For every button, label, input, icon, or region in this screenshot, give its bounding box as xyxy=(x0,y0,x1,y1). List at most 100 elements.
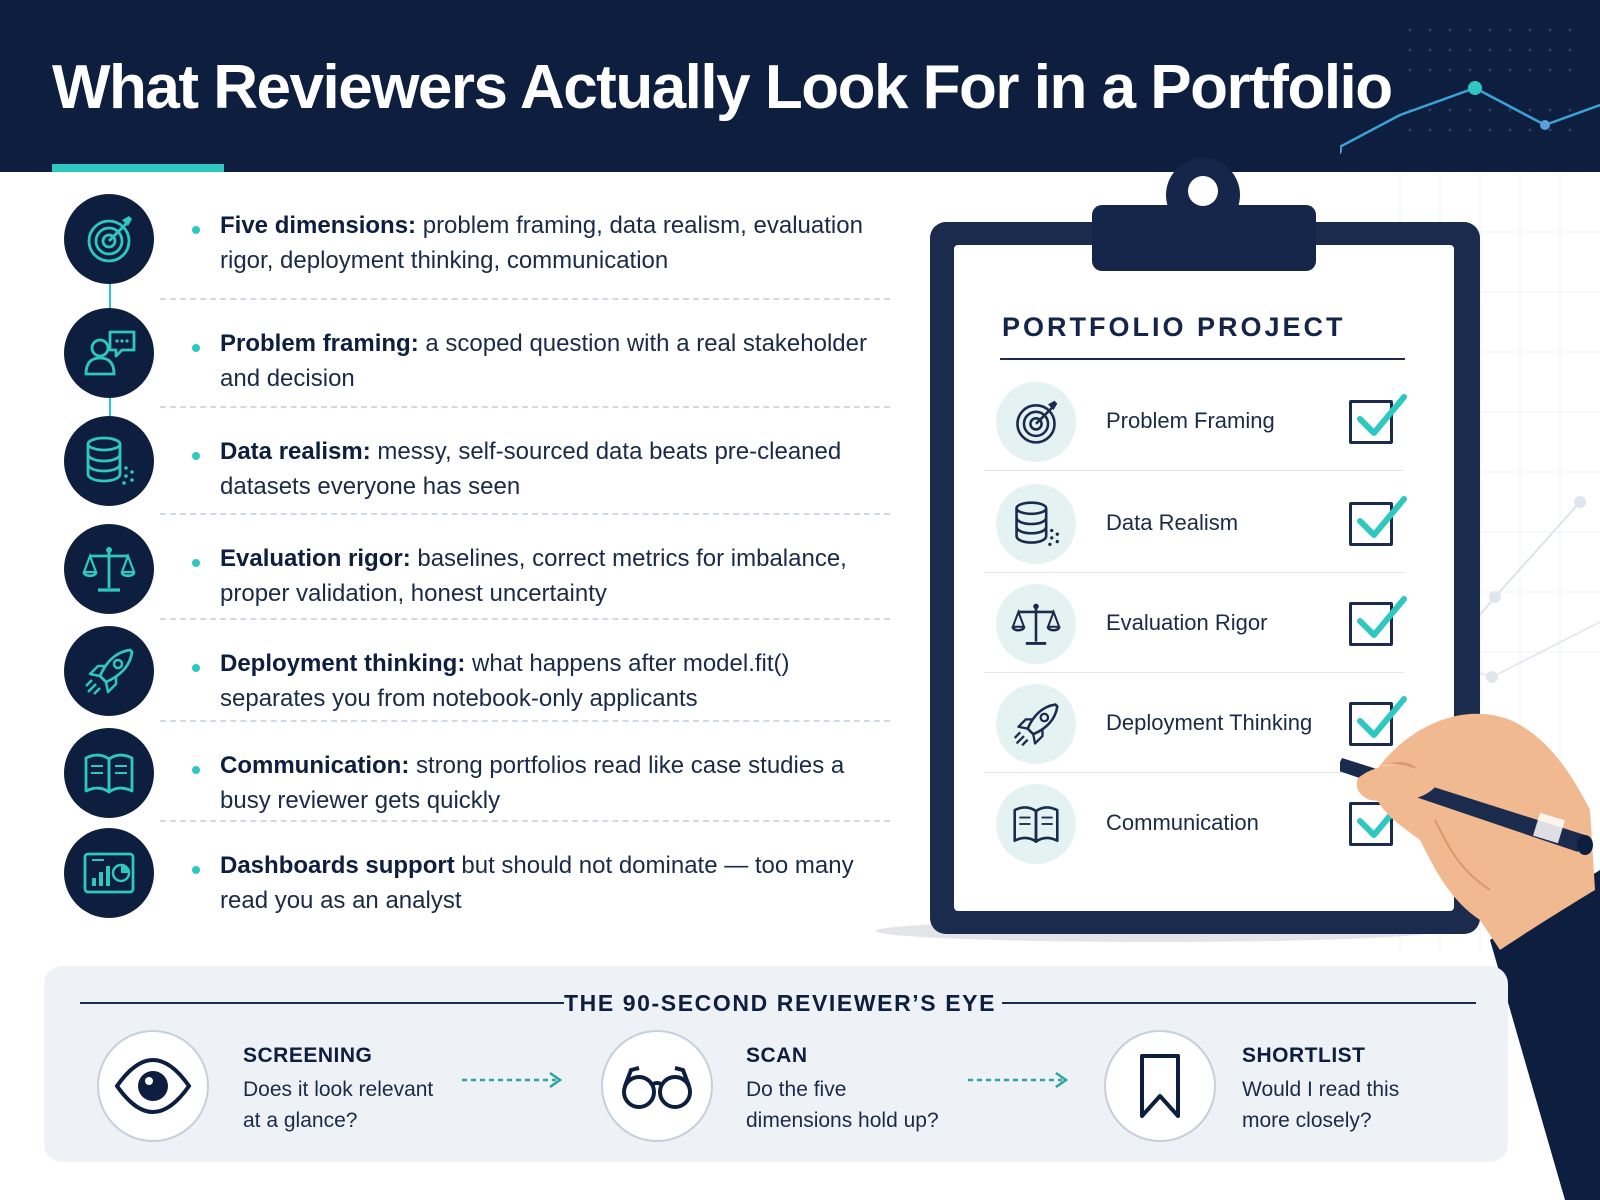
dimension-heading: Problem framing: xyxy=(220,330,419,357)
checklist-label: Problem Framing xyxy=(1106,408,1275,433)
dimension-description: a scoped question with a real stakeholde… xyxy=(220,330,867,392)
dimension-separator xyxy=(160,720,890,722)
step-heading-shortlist: SHORTLIST xyxy=(1242,1044,1366,1067)
checklist-item: Deployment Thinking xyxy=(984,672,1407,773)
checkbox[interactable] xyxy=(1349,496,1407,546)
dashboard-icon xyxy=(83,852,135,894)
dimension-item: Evaluation rigor: baselines, correct met… xyxy=(60,524,890,633)
checkmark-icon xyxy=(1357,696,1407,738)
clipboard-title-rule xyxy=(1000,358,1405,360)
database-icon xyxy=(86,436,134,485)
checkbox[interactable] xyxy=(1349,596,1407,646)
dimension-description: but should not dominate — too many read … xyxy=(220,852,854,914)
dimension-icon-badge xyxy=(64,308,154,398)
book-icon xyxy=(84,753,134,794)
bullet-dot xyxy=(192,866,200,874)
dimension-item: Problem framing: a scoped question with … xyxy=(60,308,890,418)
clipboard-title: PORTFOLIO PROJECT xyxy=(1002,312,1346,342)
dimension-text: Deployment thinking: what happens after … xyxy=(220,646,880,716)
header-accent-bar xyxy=(52,164,224,172)
checklist-item: Data Realism xyxy=(984,472,1407,573)
step-body-scan: Do the five dimensions hold up? xyxy=(746,1078,939,1132)
dimension-icon-badge xyxy=(64,194,154,284)
dimension-description: problem framing, data realism, evaluatio… xyxy=(220,212,863,274)
checkmark-icon xyxy=(1357,394,1407,436)
dimension-item: Five dimensions: problem framing, data r… xyxy=(60,192,890,300)
dimension-heading: Communication: xyxy=(220,752,410,779)
dimension-separator xyxy=(160,820,890,822)
checkbox[interactable] xyxy=(1349,696,1407,746)
dimension-icon-badge xyxy=(64,626,154,716)
dimension-text: Data realism: messy, self-sourced data b… xyxy=(220,434,880,504)
panel-rule-left xyxy=(80,1002,564,1004)
dimension-text: Communication: strong portfolios read li… xyxy=(220,748,880,818)
dimension-description: strong portfolios read like case studies… xyxy=(220,752,845,814)
arrow-icon xyxy=(462,1071,563,1089)
dimension-item: Deployment thinking: what happens after … xyxy=(60,626,890,738)
step-heading-scan: SCAN xyxy=(746,1044,808,1067)
step-body-screening: Does it look relevant at a glance? xyxy=(243,1078,434,1132)
dimension-text: Five dimensions: problem framing, data r… xyxy=(220,208,880,278)
rocket-icon xyxy=(1013,703,1059,747)
dimension-separator xyxy=(160,513,890,515)
checklist-item: Problem Framing xyxy=(984,370,1407,471)
checklist-separator xyxy=(984,572,1404,573)
step-heading-screening: SCREENING xyxy=(243,1044,373,1067)
dimension-item: Data realism: messy, self-sourced data b… xyxy=(60,416,890,526)
target-icon xyxy=(87,216,132,263)
bullet-dot xyxy=(192,226,200,234)
checklist-icon-badge xyxy=(996,684,1076,764)
checklist-separator xyxy=(984,470,1404,471)
database-icon xyxy=(1015,501,1059,547)
panel-rule-right xyxy=(1002,1002,1476,1004)
dimension-item: Communication: strong portfolios read li… xyxy=(60,728,890,840)
checklist-label: Evaluation Rigor xyxy=(1106,610,1268,635)
checklist-icon-badge xyxy=(996,784,1076,864)
bullet-dot xyxy=(192,664,200,672)
step-icon-scan xyxy=(601,1030,713,1142)
dimension-icon-badge xyxy=(64,416,154,506)
dimension-icon-badge xyxy=(64,728,154,818)
dimension-heading: Deployment thinking: xyxy=(220,650,466,677)
dimension-heading: Data realism: xyxy=(220,438,371,465)
checklist-icon-badge xyxy=(996,484,1076,564)
header-banner: What Reviewers Actually Look For in a Po… xyxy=(0,0,1600,172)
clipboard-clip xyxy=(1092,205,1316,271)
checklist-icon-badge xyxy=(996,382,1076,462)
bullet-dot xyxy=(192,559,200,567)
checklist-label: Data Realism xyxy=(1106,510,1239,535)
checklist-item: Communication xyxy=(992,772,1407,872)
step-icon-shortlist xyxy=(1104,1030,1216,1142)
glasses-icon xyxy=(622,1066,692,1109)
dimension-description: baselines, correct metrics for imbalance… xyxy=(220,545,847,607)
dimension-icon-badge xyxy=(64,828,154,918)
bullet-dot xyxy=(192,452,200,460)
bullet-dot xyxy=(192,344,200,352)
scales-icon xyxy=(1011,603,1061,645)
book-icon xyxy=(1013,806,1059,843)
checkbox[interactable] xyxy=(1349,394,1407,444)
checkmark-icon xyxy=(1357,496,1407,538)
dimension-text: Evaluation rigor: baselines, correct met… xyxy=(220,541,880,611)
bullet-dot xyxy=(192,766,200,774)
dimension-text: Dashboards support but should not domina… xyxy=(220,848,880,918)
checklist-label: Deployment Thinking xyxy=(1106,710,1313,735)
hand-with-pen-illustration xyxy=(1340,713,1600,1200)
dimension-text: Problem framing: a scoped question with … xyxy=(220,326,880,396)
dimension-heading: Five dimensions: xyxy=(220,212,417,239)
dimension-heading: Evaluation rigor: xyxy=(220,545,411,572)
target-icon xyxy=(1016,400,1058,444)
arrow-icon xyxy=(968,1071,1069,1089)
checklist-icon-badge xyxy=(996,584,1076,664)
checkmark-icon xyxy=(1357,596,1407,638)
scales-icon xyxy=(82,547,136,592)
dimension-separator xyxy=(160,618,890,620)
step-icon-screening xyxy=(97,1030,209,1142)
clipboard-clip-hole xyxy=(1188,176,1218,206)
page-title: What Reviewers Actually Look For in a Po… xyxy=(52,53,1393,122)
checklist-label: Communication xyxy=(1106,810,1259,835)
eye-icon xyxy=(114,1057,192,1115)
reviewer-panel xyxy=(44,966,1508,1162)
rocket-icon xyxy=(85,648,134,695)
dimension-heading: Dashboards support xyxy=(220,852,455,879)
